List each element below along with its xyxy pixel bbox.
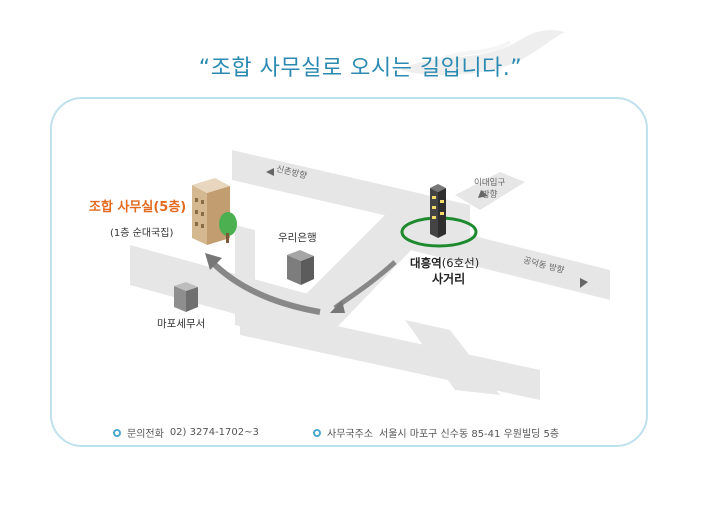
phone-label: 문의전화 [127, 429, 164, 440]
arrow-ewha-icon [478, 190, 488, 198]
tree-icon [219, 212, 237, 243]
tax-office-building-icon [174, 282, 198, 312]
direction-ewha: 이대입구 방향 [474, 177, 505, 201]
bullet-icon [313, 428, 321, 437]
station-line: (6호선) [441, 256, 480, 270]
arrow-sinchon-icon [266, 168, 274, 176]
station-tower-icon [430, 184, 446, 238]
station-label: 대흥역(6호선) [410, 255, 479, 271]
address-value: 서울시 마포구 신수동 85-41 우원빌딩 5층 [379, 429, 560, 440]
building-icon [192, 178, 230, 245]
road-lower-connector [405, 320, 500, 395]
roads [130, 150, 610, 400]
phone-value: 02) 3274-1702~3 [169, 427, 259, 438]
bullet-icon [113, 428, 121, 437]
direction-ewha-line1: 이대입구 [474, 178, 506, 188]
title-swoosh-decoration [400, 30, 565, 76]
office-label: 조합 사무실(5층) [89, 200, 187, 215]
intersection-label: 사거리 [432, 272, 466, 286]
bank-label: 우리은행 [278, 232, 317, 244]
tax-office-label: 마포세무서 [157, 318, 206, 330]
station-name: 대흥역 [410, 256, 442, 270]
address-label: 사무국주소 [327, 429, 373, 440]
direction-ewha-line2: 방향 [481, 190, 498, 200]
road-lower-horizontal [240, 305, 540, 400]
road-building-block-edge [235, 225, 255, 330]
page-title: “조합 사무실로 오시는 길입니다.” [198, 56, 523, 81]
road-right-to-gongdeok [390, 215, 610, 300]
road-ewha-diagonal [455, 172, 525, 210]
route-arrow-to-office [209, 259, 321, 315]
footer-phone: 문의전화 02) 3274-1702~3 [113, 425, 259, 440]
bank-building-icon [287, 250, 314, 285]
office-sublabel: (1층 순대국집) [110, 228, 174, 239]
arrow-gongdeok-icon [580, 278, 588, 288]
footer-address: 사무국주소 서울시 마포구 신수동 85-41 우원빌딩 5층 [313, 425, 559, 440]
